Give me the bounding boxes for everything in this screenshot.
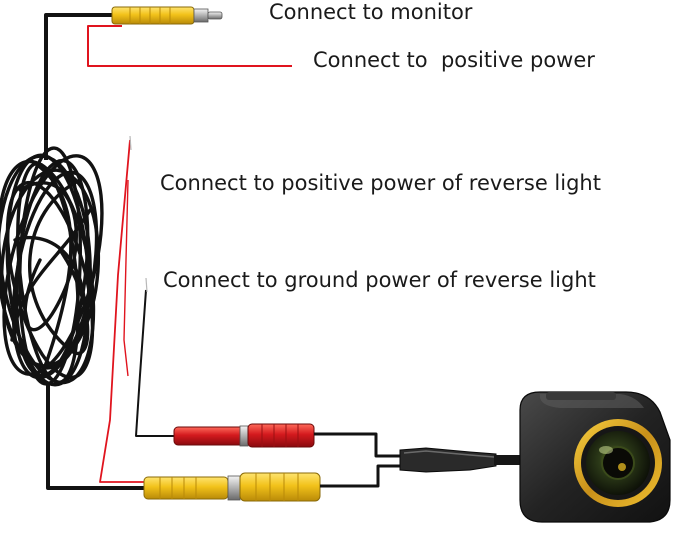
- camera-lead-wires: [314, 432, 402, 488]
- label-connect-to-reverse-light-positive: Connect to positive power of reverse lig…: [160, 171, 601, 195]
- camera-lead: [399, 447, 520, 473]
- label-connect-to-monitor: Connect to monitor: [269, 0, 473, 24]
- backup-camera: [519, 391, 671, 523]
- label-connect-to-reverse-light-ground: Connect to ground power of reverse light: [163, 268, 596, 292]
- video-connector-pair: [143, 472, 321, 502]
- cable-coil: [0, 146, 104, 387]
- power-connector-pair: [173, 423, 315, 448]
- positive-power-wire: [87, 25, 292, 67]
- reverse-light-positive-wire: [99, 135, 150, 483]
- main-cable-top: [44, 13, 116, 160]
- rca-connector-monitor: [111, 6, 223, 25]
- reverse-light-ground-wire: [135, 277, 176, 437]
- red-power-lead: [123, 179, 129, 377]
- label-connect-to-positive-power: Connect to positive power: [313, 48, 595, 72]
- main-cable-bottom: [46, 385, 146, 490]
